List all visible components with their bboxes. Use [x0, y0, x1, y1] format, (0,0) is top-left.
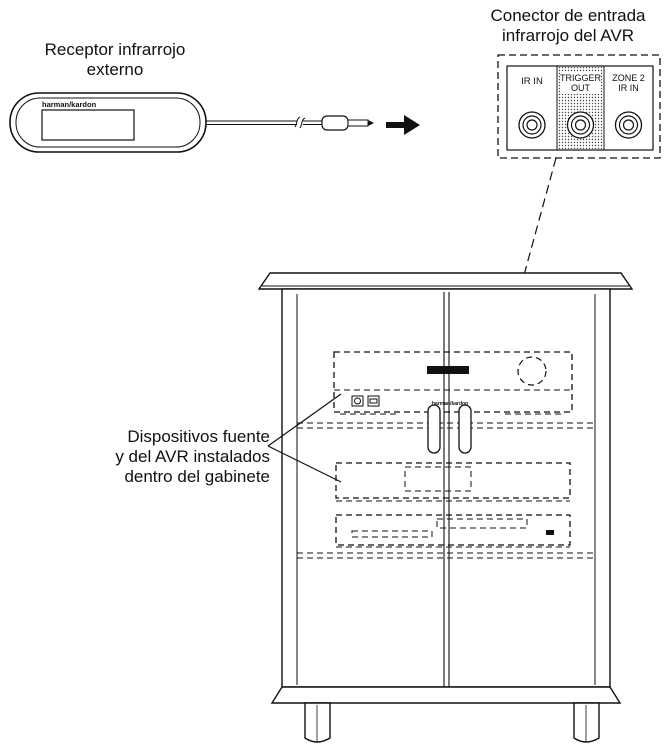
ir-receiver-brand: harman/kardon: [42, 100, 97, 109]
label-avr-ir-input-line2: infrarrojo del AVR: [502, 26, 634, 45]
cabinet: [257, 272, 634, 743]
label-devices-line3: dentro del gabinete: [124, 467, 270, 486]
ir-receiver: harman/kardon: [9, 92, 207, 153]
jack-label-zone2: ZONE 2: [612, 73, 645, 83]
ir-jack-panel: IR IN TRIGGER OUT ZONE 2 IR IN: [497, 54, 661, 159]
label-devices-in-cabinet: Dispositivos fuente y del AVR instalados…: [70, 427, 270, 487]
avr-front-icons: [351, 395, 380, 407]
source-device-2: [335, 514, 571, 548]
ir-cable: [206, 116, 322, 129]
door-handles: [427, 404, 472, 454]
label-devices-line2: y del AVR instalados: [115, 447, 270, 466]
avr-unit: [333, 351, 573, 415]
avr-display: [427, 366, 469, 374]
arrow-icon: [386, 115, 420, 135]
panel-leader-line: [502, 157, 557, 353]
jack-label-trigger: TRIGGER: [560, 73, 602, 83]
avr-brand: harman/kardon: [432, 401, 468, 407]
ir-receiver-rim: [15, 97, 201, 148]
label-ir-receiver-line2: externo: [86, 60, 144, 79]
source-device-1: [335, 462, 571, 502]
jack-label-zone2-ir-in: IR IN: [618, 83, 639, 93]
ir-cable-plug: [321, 115, 374, 131]
jack-label-trigger-out: OUT: [571, 83, 591, 93]
jack-trigger-out: [566, 111, 595, 139]
jack-zone2-ir-in: [614, 111, 643, 139]
source-device-2-indicator: [546, 530, 554, 535]
label-pointer-lines: [267, 393, 342, 483]
label-ir-receiver-line1: Receptor infrarrojo: [44, 40, 186, 59]
label-avr-ir-input-line1: Conector de entrada: [490, 6, 646, 25]
label-ir-receiver: Receptor infrarrojo externo: [22, 40, 208, 80]
ir-receiver-window: [41, 109, 135, 141]
jack-label-ir-in: IR IN: [521, 76, 543, 87]
label-avr-ir-input: Conector de entrada infrarrojo del AVR: [470, 6, 666, 46]
label-devices-line1: Dispositivos fuente: [127, 427, 270, 446]
jack-ir-in: [518, 111, 546, 139]
